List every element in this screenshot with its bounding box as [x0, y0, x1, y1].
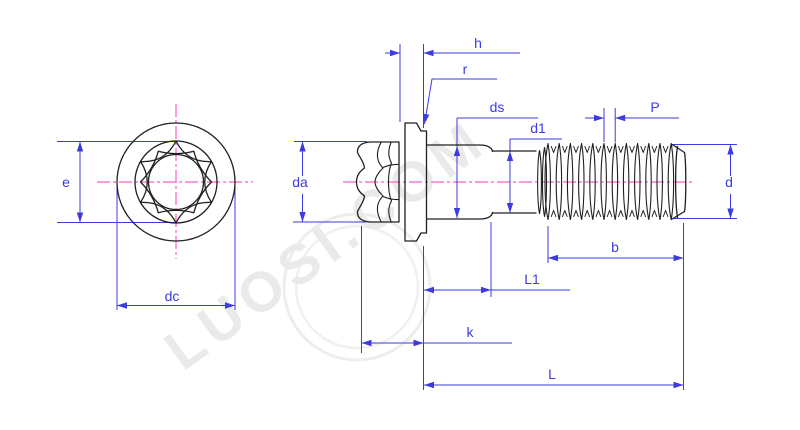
thread-runout [537, 146, 548, 218]
twelve-point-star-outer [139, 140, 213, 224]
centerlines [97, 104, 695, 259]
dim-label-L: L [548, 366, 556, 382]
head-lobe-lines [374, 141, 400, 223]
thread-end-chamfer [670, 143, 687, 221]
dim-label-d1: d1 [530, 120, 546, 136]
dim-da-lines [293, 141, 367, 223]
dim-label-h: h [474, 35, 482, 51]
dim-label-d: d [725, 174, 733, 190]
dim-label-L1: L1 [524, 271, 540, 287]
flange-circle [116, 122, 236, 242]
dim-P-lines [585, 108, 679, 143]
dim-L-lines [423, 223, 684, 390]
dim-label-b: b [611, 239, 619, 255]
dim-ds-lines [456, 117, 538, 218]
watermark-layer: LUOSI.COM [153, 107, 498, 382]
dim-label-ds: ds [490, 99, 505, 115]
dim-b-lines [547, 226, 684, 263]
dim-r-leader [424, 78, 497, 125]
dim-label-e: e [62, 174, 70, 190]
neck-profile [491, 150, 537, 214]
thread-crests [544, 142, 675, 221]
part-geometry [116, 122, 687, 242]
thread-roots-top [550, 146, 669, 153]
drive-inner-circle [147, 153, 205, 211]
dim-label-r: r [463, 61, 468, 77]
dim-L1-lines [424, 222, 570, 297]
dimension-lines [57, 44, 737, 390]
end-view [116, 122, 236, 242]
head-profile [355, 141, 400, 223]
dim-h-lines [385, 44, 520, 128]
twelve-point-star-inner [139, 150, 213, 214]
dim-label-da: da [292, 174, 308, 190]
thread-roots-bottom [550, 210, 669, 217]
dim-label-k: k [467, 324, 475, 340]
watermark-ring-inner [294, 224, 420, 350]
dim-d-lines [672, 144, 737, 219]
dim-dc-lines [116, 183, 236, 310]
dim-k-lines [361, 226, 512, 353]
dim-label-P: P [650, 99, 659, 115]
side-view [355, 122, 687, 242]
flange-profile [404, 122, 428, 242]
dimension-labels: e dc da h r ds d1 P d b L1 k L [62, 35, 733, 382]
dim-label-dc: dc [165, 288, 180, 304]
